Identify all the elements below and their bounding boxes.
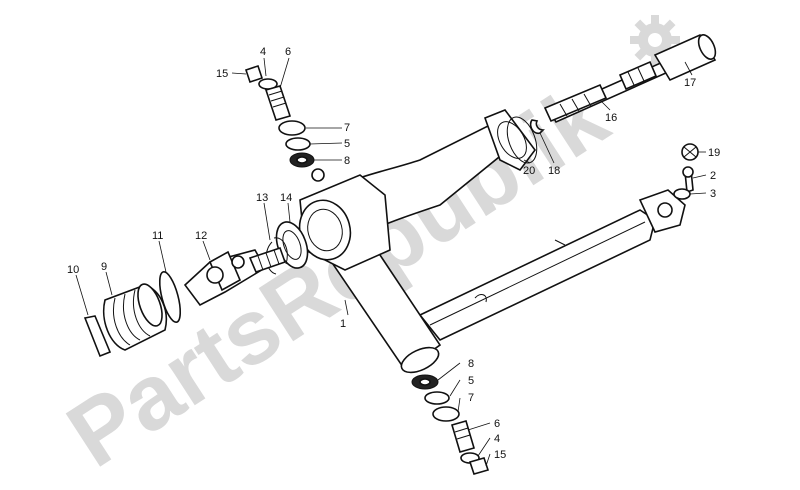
label-part-13: 13 — [256, 192, 268, 204]
label-part-14: 14 — [280, 192, 292, 204]
sleeve-17 — [653, 33, 717, 82]
part-labels: 1 2 3 4 4 5 5 6 6 7 7 8 8 9 10 11 12 13 … — [67, 46, 720, 461]
label-part-6-top: 6 — [285, 46, 291, 58]
label-part-11: 11 — [152, 230, 163, 242]
label-part-5-bottom: 5 — [468, 375, 474, 387]
clip-18 — [529, 119, 545, 135]
gear-icon — [630, 15, 680, 65]
label-part-8-top: 8 — [344, 155, 350, 167]
label-part-8-bottom: 8 — [468, 358, 474, 370]
label-part-2: 2 — [710, 170, 716, 182]
washer-3 — [673, 188, 691, 200]
bolt-2 — [682, 166, 694, 194]
label-part-18: 18 — [548, 165, 560, 177]
clamp-10 — [83, 315, 112, 358]
label-part-15-top: 15 — [216, 68, 228, 80]
label-part-7-bottom: 7 — [468, 392, 474, 404]
label-part-20: 20 — [523, 165, 535, 177]
swing-arm — [298, 109, 686, 374]
gasket-20 — [506, 116, 538, 164]
label-part-3: 3 — [710, 188, 716, 200]
label-part-15-bottom: 15 — [494, 449, 506, 461]
label-part-10: 10 — [67, 264, 79, 276]
label-part-17: 17 — [684, 77, 696, 89]
label-part-9: 9 — [101, 261, 107, 273]
label-part-16: 16 — [605, 112, 617, 124]
boot-9 — [103, 283, 167, 351]
nut-19 — [681, 143, 699, 161]
universal-joint-12 — [183, 246, 287, 307]
label-part-4-top: 4 — [260, 46, 266, 58]
label-part-19: 19 — [708, 147, 720, 159]
label-part-4-bottom: 4 — [494, 433, 500, 445]
leader-lines — [75, 57, 707, 467]
bottom-pivot-stack — [411, 374, 490, 475]
top-pivot-stack — [244, 64, 315, 168]
washer-11 — [158, 271, 182, 323]
label-part-1: 1 — [340, 318, 346, 330]
label-part-5-top: 5 — [344, 138, 350, 150]
label-part-6-bottom: 6 — [494, 418, 500, 430]
label-part-7-top: 7 — [344, 122, 350, 134]
label-part-12: 12 — [195, 230, 207, 242]
